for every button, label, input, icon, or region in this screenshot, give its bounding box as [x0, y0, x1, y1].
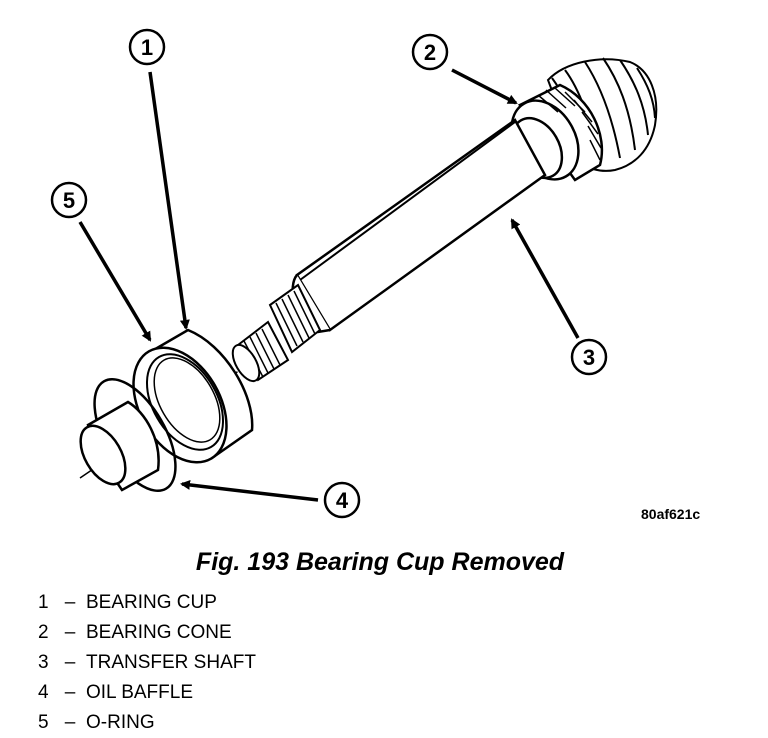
svg-text:4: 4 [336, 488, 349, 513]
svg-text:3: 3 [583, 345, 595, 370]
legend-separator: – [64, 622, 76, 643]
legend-label: OIL BAFFLE [86, 682, 193, 703]
legend-number: 5 [38, 712, 49, 733]
legend-label: O-RING [86, 712, 155, 733]
legend-number: 1 [38, 592, 49, 613]
legend-separator: – [64, 652, 76, 673]
svg-text:2: 2 [424, 40, 436, 65]
legend-number: 3 [38, 652, 49, 673]
legend-label: BEARING CONE [86, 622, 232, 643]
legend-number: 2 [38, 622, 49, 643]
callout-3: 3 [570, 338, 608, 376]
transfer-shaft [291, 118, 547, 334]
arrow-2 [451, 68, 518, 105]
legend-item: 4 – OIL BAFFLE [38, 678, 256, 708]
svg-text:1: 1 [141, 35, 153, 60]
legend-separator: – [64, 712, 76, 733]
legend-number: 4 [38, 682, 49, 703]
arrow-4 [180, 479, 319, 502]
legend-label: TRANSFER SHAFT [86, 652, 256, 673]
arrow-1 [148, 71, 190, 330]
callout-4: 4 [323, 481, 361, 519]
callout-1: 1 [128, 28, 166, 66]
legend-separator: – [64, 592, 76, 613]
svg-text:5: 5 [63, 188, 75, 213]
legend-item: 1 – BEARING CUP [38, 588, 256, 618]
legend-label: BEARING CUP [86, 592, 217, 613]
legend-item: 3 – TRANSFER SHAFT [38, 648, 256, 678]
legend-separator: – [64, 682, 76, 703]
legend-item: 5 – O-RING [38, 708, 256, 738]
shaft-splines [268, 283, 322, 354]
arrow-3 [510, 218, 580, 339]
exploded-view-illustration: 1 2 3 4 5 [50, 28, 658, 519]
bearing-cup [132, 328, 254, 464]
shaft-threads [231, 320, 290, 383]
figure-caption: Fig. 193 Bearing Cup Removed [195, 548, 565, 576]
figure-reference-code: 80af621c [641, 506, 701, 522]
callout-5: 5 [50, 181, 88, 219]
callout-2: 2 [411, 33, 449, 71]
parts-legend: 1 – BEARING CUP 2 – BEARING CONE 3 – TRA… [38, 588, 256, 738]
arrow-5 [78, 221, 152, 342]
legend-item: 2 – BEARING CONE [38, 618, 256, 648]
leader-arrows [78, 68, 580, 502]
oil-baffle [79, 400, 160, 492]
